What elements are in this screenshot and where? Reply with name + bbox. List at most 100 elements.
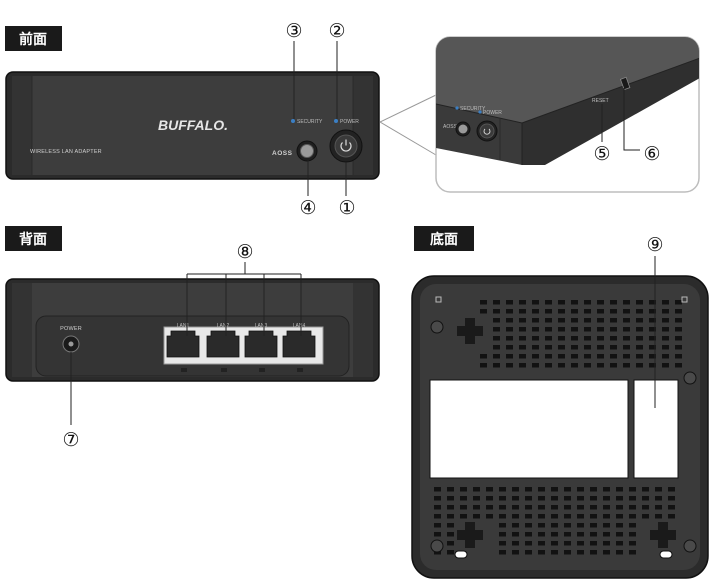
vent-slot bbox=[499, 487, 506, 492]
aoss-button[interactable] bbox=[296, 140, 318, 162]
vent-slot bbox=[629, 505, 636, 510]
vent-slot bbox=[649, 300, 656, 305]
lan-port-2[interactable]: LAN2 bbox=[206, 323, 240, 372]
vent-slot bbox=[551, 496, 558, 501]
vent-slot bbox=[434, 505, 441, 510]
section-label-bottom-text: 底面 bbox=[430, 231, 458, 247]
vent-slot bbox=[512, 541, 519, 546]
vent-slot bbox=[499, 532, 506, 537]
vent-slot bbox=[584, 300, 591, 305]
vent-slot bbox=[545, 327, 552, 332]
vent-slot bbox=[623, 318, 630, 323]
vent-slot bbox=[603, 523, 610, 528]
vent-slot bbox=[532, 363, 539, 368]
vent-slot bbox=[590, 541, 597, 546]
back-leaders bbox=[70, 262, 302, 425]
vent-slot bbox=[460, 487, 467, 492]
vent-slot bbox=[519, 336, 526, 341]
vent-slot bbox=[623, 345, 630, 350]
vent-slot bbox=[649, 309, 656, 314]
vent-slot bbox=[525, 532, 532, 537]
power-icon bbox=[340, 139, 352, 152]
vent-slot bbox=[649, 336, 656, 341]
vent-slot bbox=[655, 505, 662, 510]
buffalo-logo: BUFFALO. bbox=[158, 117, 228, 133]
vent-slot bbox=[668, 505, 675, 510]
vent-slot bbox=[519, 327, 526, 332]
vent-slot bbox=[447, 550, 454, 555]
vent-slot bbox=[571, 336, 578, 341]
power-button[interactable] bbox=[329, 129, 363, 163]
vent-slot bbox=[577, 505, 584, 510]
vent-slot bbox=[623, 309, 630, 314]
zoom-detail: SECURITY POWER AOSS RESET bbox=[435, 36, 700, 193]
dc-power-jack[interactable] bbox=[62, 335, 80, 353]
vent-slot bbox=[447, 541, 454, 546]
vent-slot bbox=[616, 505, 623, 510]
vent-slot bbox=[545, 345, 552, 350]
vent-slot bbox=[512, 496, 519, 501]
callout-4: ④ bbox=[299, 197, 316, 219]
vent-slot bbox=[551, 487, 558, 492]
vent-slot bbox=[675, 354, 682, 359]
vent-slot bbox=[506, 354, 513, 359]
corner-marks bbox=[435, 296, 688, 303]
vent-slot bbox=[597, 363, 604, 368]
vent-slot bbox=[642, 487, 649, 492]
back-power-label: POWER bbox=[60, 326, 82, 332]
reset-switch[interactable] bbox=[619, 76, 631, 91]
vent-slot bbox=[551, 541, 558, 546]
vent-slot bbox=[610, 363, 617, 368]
front-power-label: POWER bbox=[340, 119, 359, 125]
vent-slot bbox=[577, 550, 584, 555]
vent-slot bbox=[493, 327, 500, 332]
vent-grid bbox=[434, 300, 682, 555]
vent-slot bbox=[480, 354, 487, 359]
vent-slot bbox=[675, 345, 682, 350]
vent-slot bbox=[623, 336, 630, 341]
vent-slot bbox=[590, 487, 597, 492]
vent-slot bbox=[649, 345, 656, 350]
vent-slot bbox=[610, 327, 617, 332]
vent-slot bbox=[597, 345, 604, 350]
section-label-back: 背面 bbox=[5, 226, 62, 251]
vent-slot bbox=[447, 505, 454, 510]
vent-slot bbox=[623, 354, 630, 359]
vent-slot bbox=[499, 496, 506, 501]
vent-slot bbox=[512, 532, 519, 537]
vent-slot bbox=[460, 496, 467, 501]
section-label-back-text: 背面 bbox=[19, 231, 47, 247]
lan-port-3[interactable]: LAN3 bbox=[244, 323, 278, 372]
vent-slot bbox=[649, 354, 656, 359]
vent-slot bbox=[649, 363, 656, 368]
vent-slot bbox=[558, 336, 565, 341]
lan-port-4[interactable]: LAN4 bbox=[282, 323, 316, 372]
vent-slot bbox=[577, 496, 584, 501]
lan-port-1[interactable]: LAN1 bbox=[166, 323, 200, 372]
vent-slot bbox=[571, 345, 578, 350]
vent-slot bbox=[512, 523, 519, 528]
vent-slot bbox=[519, 363, 526, 368]
vent-slot bbox=[655, 496, 662, 501]
vent-slot bbox=[662, 327, 669, 332]
vent-slot bbox=[597, 354, 604, 359]
vent-slot bbox=[532, 336, 539, 341]
vent-slot bbox=[538, 532, 545, 537]
vent-slot bbox=[493, 345, 500, 350]
lan-label-4: LAN4 bbox=[293, 323, 306, 329]
front-aoss-label: AOSS bbox=[272, 150, 293, 157]
vent-slot bbox=[642, 514, 649, 519]
vent-slot bbox=[616, 487, 623, 492]
vent-slot bbox=[655, 487, 662, 492]
vent-slot bbox=[525, 523, 532, 528]
vent-slot bbox=[629, 550, 636, 555]
vent-slot bbox=[636, 327, 643, 332]
vent-slot bbox=[551, 532, 558, 537]
vent-slot bbox=[564, 523, 571, 528]
vent-slot bbox=[662, 300, 669, 305]
vent-slot bbox=[473, 487, 480, 492]
vent-slot bbox=[662, 336, 669, 341]
section-label-front-text: 前面 bbox=[19, 31, 47, 47]
vent-slot bbox=[603, 550, 610, 555]
